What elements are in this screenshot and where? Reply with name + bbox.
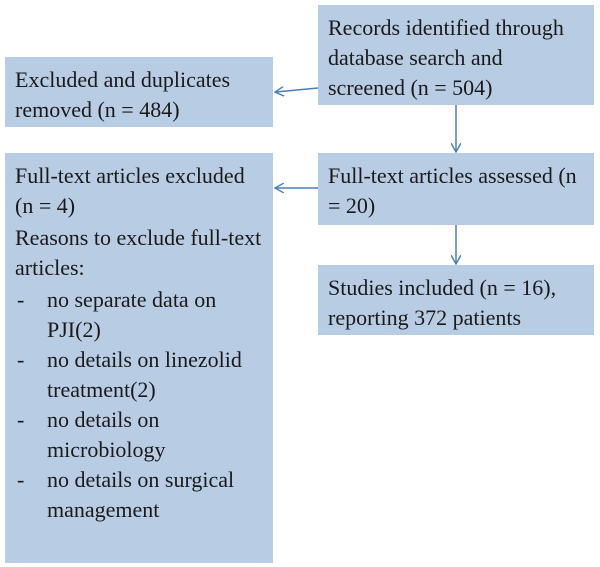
identified-box: Records identified through database sear… [318, 5, 594, 105]
arrow-to-excluded-duplicates [276, 88, 319, 92]
assessed-text: Full-text articles assessed (n = 20) [328, 163, 577, 218]
reasons-list: no separate data on PJI(2) no details on… [15, 285, 263, 525]
reason-item: no separate data on PJI(2) [15, 285, 263, 345]
excluded-duplicates-text: Excluded and duplicates removed (n = 484… [15, 67, 231, 122]
excluded-duplicates-box: Excluded and duplicates removed (n = 484… [5, 57, 273, 127]
assessed-box: Full-text articles assessed (n = 20) [318, 153, 594, 225]
reason-item: no details on microbiology [15, 405, 263, 465]
reasons-title: Reasons to exclude full-text articles: [15, 225, 262, 280]
included-text: Studies included (n = 16), reporting 372… [328, 275, 557, 330]
included-box: Studies included (n = 16), reporting 372… [318, 265, 594, 335]
identified-text: Records identified through database sear… [328, 15, 564, 100]
reason-item: no details on surgical management [15, 465, 263, 525]
fulltext-excluded-text: Full-text articles excluded (n = 4) [15, 163, 245, 218]
reason-item: no details on linezolid treatment(2) [15, 345, 263, 405]
fulltext-excluded-box: Full-text articles excluded (n = 4) Reas… [5, 153, 273, 563]
